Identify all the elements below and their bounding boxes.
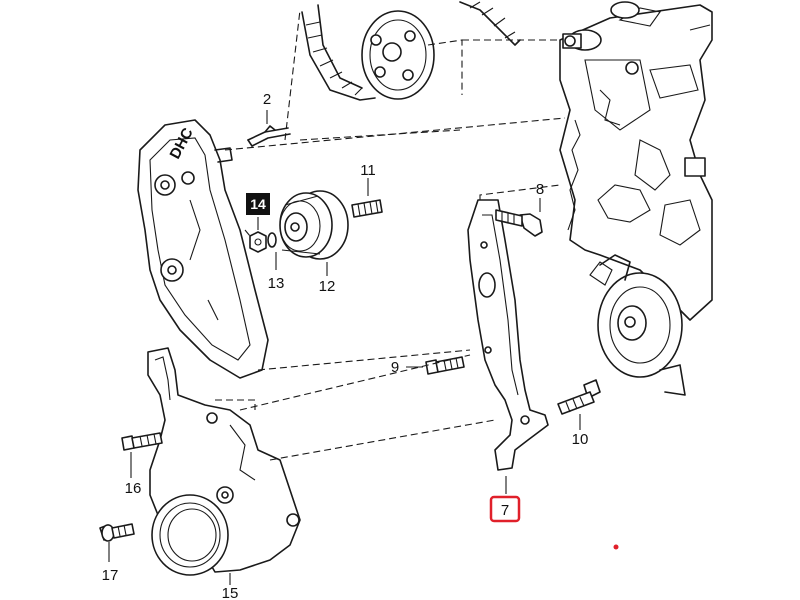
bolt-8 (495, 198, 543, 237)
nut-14 (249, 217, 267, 253)
part-label-2: 2 (263, 91, 271, 108)
assembly-guide-lines-top (224, 9, 566, 200)
assembly-guide-lines-bottom (215, 229, 496, 461)
retaining-clip (247, 110, 291, 147)
part-label-11: 11 (360, 162, 376, 179)
bolt-9 (406, 356, 465, 375)
upper-timing-belt-cover: DHC (137, 119, 269, 379)
part-label-9: 9 (391, 359, 399, 376)
rear-cover-bracket (467, 199, 549, 494)
part-label-15: 15 (222, 585, 239, 600)
part-label-10: 10 (572, 431, 589, 448)
red-dot-marker (613, 544, 619, 550)
stud-bolt-11 (351, 178, 383, 218)
lower-timing-belt-cover (147, 347, 301, 585)
part-label-13: 13 (268, 275, 285, 292)
bolt-17 (99, 523, 135, 562)
part-label-7: 7 (501, 502, 509, 519)
part-label-16: 16 (125, 480, 142, 497)
washer-13 (267, 232, 277, 270)
camshaft-end (562, 1, 640, 75)
part-label-17: 17 (102, 567, 119, 584)
part-label-12: 12 (319, 278, 336, 295)
timing-belt-top (301, 1, 521, 101)
camshaft-sprocket (361, 10, 435, 100)
t-bolt-10 (557, 379, 601, 430)
bolt-16 (121, 432, 163, 478)
tension-pulley (279, 190, 349, 276)
part-label-14-badge (246, 193, 270, 215)
part-label-8: 8 (536, 181, 544, 198)
part-label-7-highlight (489, 495, 521, 523)
part-label-14: 14 (250, 196, 266, 212)
crankshaft-pulley (589, 254, 686, 396)
